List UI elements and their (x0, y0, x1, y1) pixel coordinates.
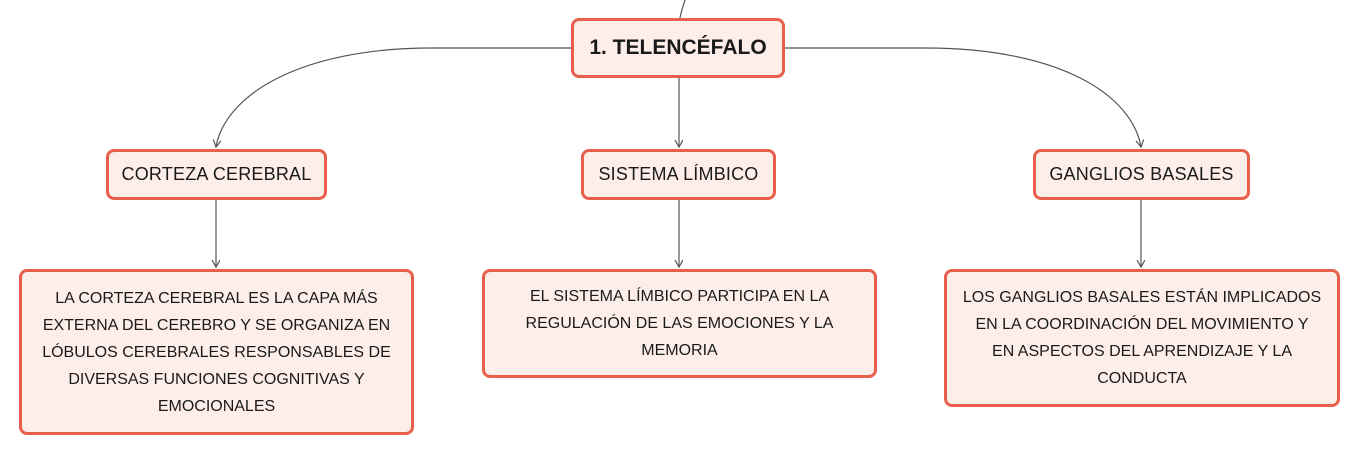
description-line: CONDUCTA (1097, 370, 1187, 387)
description-line: EL SISTEMA LÍMBICO PARTICIPA EN LA (529, 288, 830, 305)
description-line: EMOCIONALES (157, 397, 276, 415)
description-text: LA CORTEZA CEREBRAL ES LA CAPA MÁS EXTER… (42, 285, 391, 420)
connector-incoming (679, 0, 686, 19)
connector-root-to-corteza (216, 47, 571, 147)
branch-node-label: CORTEZA CEREBRAL (121, 164, 312, 184)
connector-root-to-ganglios (785, 47, 1141, 147)
description-line: REGULACIÓN DE LAS EMOCIONES Y LA (525, 315, 834, 332)
branch-node-label: GANGLIOS BASALES (1049, 164, 1234, 184)
branch-node-label: SISTEMA LÍMBICO (598, 164, 759, 184)
description-line: MEMORIA (641, 342, 718, 359)
description-line: EN ASPECTOS DEL APRENDIZAJE Y LA (992, 343, 1292, 360)
description-node-ganglios-basales[interactable]: LOS GANGLIOS BASALES ESTÁN IMPLICADOS EN… (944, 269, 1340, 407)
description-node-corteza-cerebral[interactable]: LA CORTEZA CEREBRAL ES LA CAPA MÁS EXTER… (19, 269, 414, 435)
description-text: EL SISTEMA LÍMBICO PARTICIPA EN LA REGUL… (526, 283, 834, 364)
description-text: LOS GANGLIOS BASALES ESTÁN IMPLICADOS EN… (963, 284, 1321, 392)
description-node-sistema-limbico[interactable]: EL SISTEMA LÍMBICO PARTICIPA EN LA REGUL… (482, 269, 877, 378)
branch-node-sistema-limbico[interactable]: SISTEMA LÍMBICO (581, 149, 776, 200)
description-line: EN LA COORDINACIÓN DEL MOVIMIENTO Y (975, 316, 1309, 333)
branch-node-ganglios-basales[interactable]: GANGLIOS BASALES (1033, 149, 1250, 200)
root-node-telencefalo[interactable]: 1. TELENCÉFALO (571, 18, 785, 78)
description-line: LÓBULOS CEREBRALES RESPONSABLES DE (42, 343, 391, 361)
description-line: LA CORTEZA CEREBRAL ES LA CAPA MÁS (55, 289, 378, 307)
description-line: LOS GANGLIOS BASALES ESTÁN IMPLICADOS (962, 289, 1322, 306)
root-node-label: 1. TELENCÉFALO (589, 36, 767, 59)
branch-node-corteza-cerebral[interactable]: CORTEZA CEREBRAL (106, 149, 327, 200)
description-line: EXTERNA DEL CEREBRO Y SE ORGANIZA EN (42, 316, 391, 334)
description-line: DIVERSAS FUNCIONES COGNITIVAS Y (68, 370, 365, 388)
